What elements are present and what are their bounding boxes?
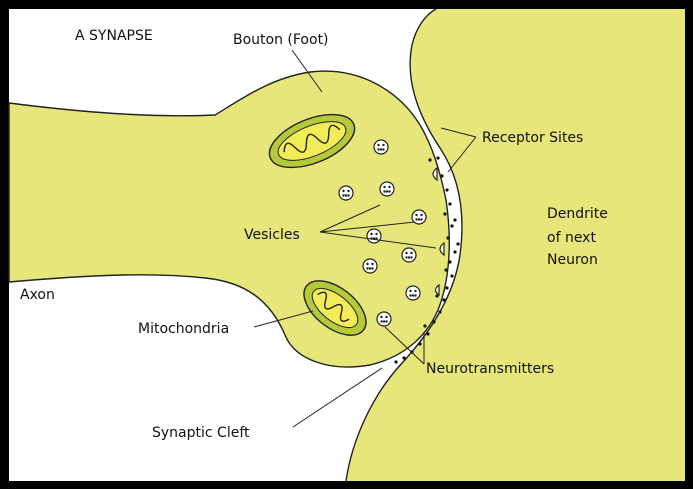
- label-mitochondria: Mitochondria: [138, 321, 229, 337]
- label-dendrite-line3: Neuron: [547, 252, 598, 268]
- neurotransmitter-dot: [444, 268, 447, 271]
- neurotransmitter-dot: [418, 342, 421, 345]
- neurotransmitter-dot: [445, 188, 448, 191]
- neurotransmitter-dot: [450, 224, 453, 227]
- neurotransmitter-dot: [453, 250, 456, 253]
- neurotransmitter-dot: [423, 324, 426, 327]
- label-dendrite-line1: Dendrite: [547, 206, 608, 222]
- vesicle: [406, 286, 420, 300]
- vesicle: [377, 312, 391, 326]
- neurotransmitter-dot: [428, 158, 431, 161]
- vesicle: [363, 259, 377, 273]
- label-axon: Axon: [20, 287, 55, 303]
- neurotransmitter-dot: [394, 360, 397, 363]
- label-dendrite-line2: of next: [547, 230, 596, 246]
- label-vesicles: Vesicles: [244, 227, 300, 243]
- vesicle: [402, 248, 416, 262]
- neurotransmitter-dot: [453, 218, 456, 221]
- vesicle: [374, 140, 388, 154]
- label-bouton: Bouton (Foot): [233, 32, 329, 48]
- neurotransmitter-dot: [442, 298, 445, 301]
- vesicle: [380, 182, 394, 196]
- neurotransmitter-dot: [443, 212, 446, 215]
- neurotransmitter-dot: [432, 320, 435, 323]
- neurotransmitter-dot: [450, 274, 453, 277]
- vesicle: [339, 186, 353, 200]
- diagram-title: A SYNAPSE: [75, 28, 153, 44]
- neurotransmitter-dot: [445, 286, 448, 289]
- neurotransmitter-dot: [440, 174, 443, 177]
- label-neurotransmitters: Neurotransmitters: [426, 361, 554, 377]
- label-synaptic-cleft: Synaptic Cleft: [152, 425, 250, 441]
- neurotransmitter-dot: [436, 156, 439, 159]
- neurotransmitter-dot: [438, 310, 441, 313]
- label-receptor-sites: Receptor Sites: [482, 130, 583, 146]
- neurotransmitter-dot: [426, 332, 429, 335]
- neurotransmitter-dot: [448, 260, 451, 263]
- neurotransmitter-dot: [402, 356, 405, 359]
- neurotransmitter-dot: [448, 202, 451, 205]
- neurotransmitter-dot: [456, 242, 459, 245]
- vesicle: [367, 229, 381, 243]
- neurotransmitter-dot: [446, 236, 449, 239]
